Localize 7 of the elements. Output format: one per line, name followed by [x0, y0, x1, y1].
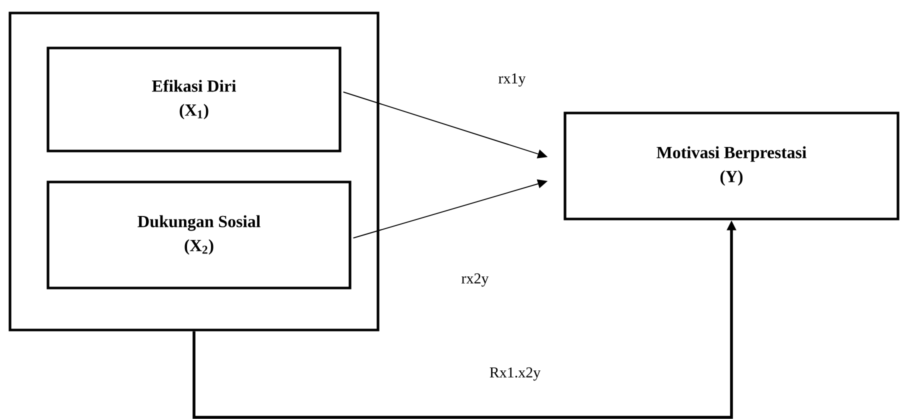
- variable-box: Efikasi Diri (X$_{1}$): [46, 46, 342, 152]
- edge-label: rx1y: [498, 73, 526, 87]
- edge-label: rx2y: [462, 273, 489, 287]
- edge-label: Rx1.x2y: [490, 367, 541, 381]
- variable-box: Dukungan Sosial (X$_{2}$): [46, 180, 352, 290]
- frame-box: [8, 12, 380, 332]
- variable-box: Motivasi Berprestasi (Y): [564, 112, 900, 220]
